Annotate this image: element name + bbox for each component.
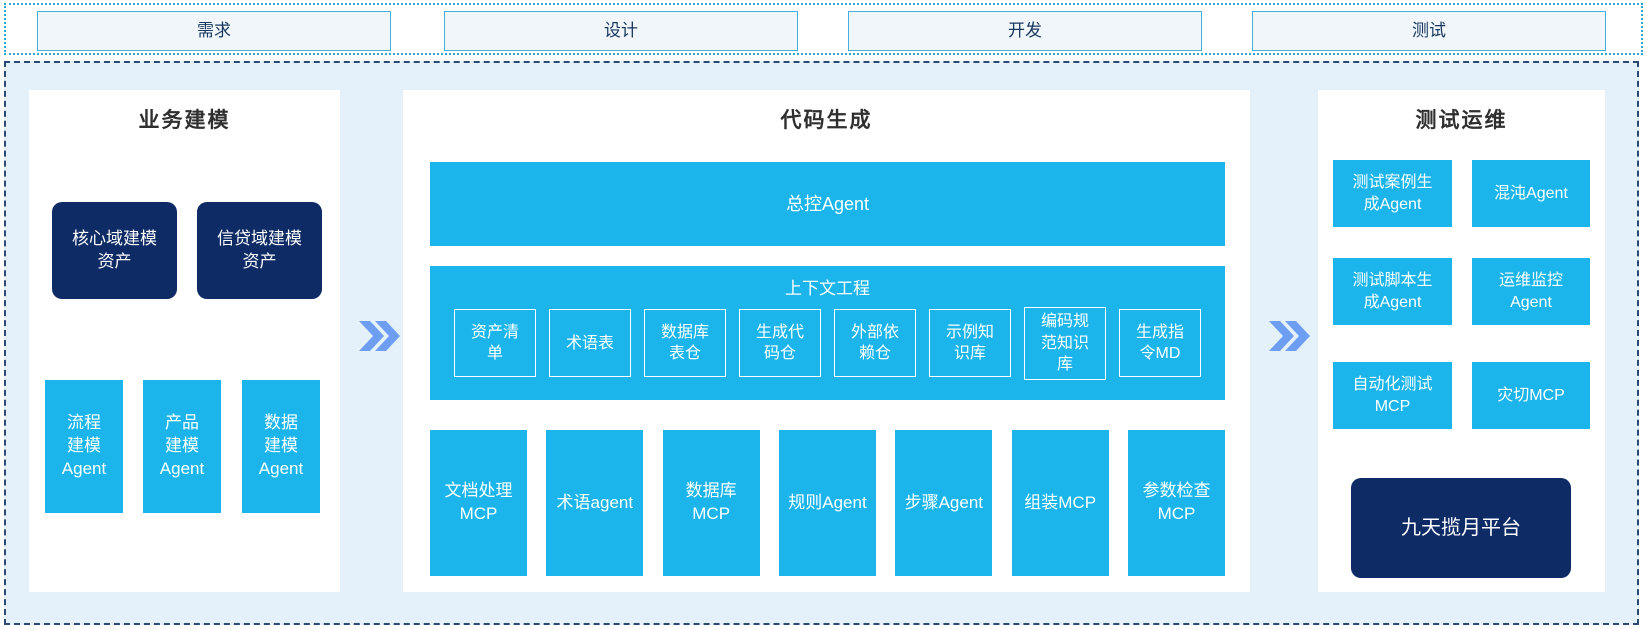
box-label: 参数检查 MCP	[1142, 481, 1211, 523]
test-script-gen-agent-box: 测试脚本生 成Agent	[1333, 258, 1452, 325]
box-label: 总控Agent	[785, 193, 870, 214]
generation-instruction-md-box: 生成指 令MD	[1119, 309, 1201, 378]
panel-test-ops: 测试运维 测试案例生 成Agent 混沌Agent 测试脚本生 成Agent 运…	[1318, 90, 1605, 592]
box-label: 灾切MCP	[1497, 386, 1565, 404]
doc-processing-mcp-box: 文档处理 MCP	[430, 430, 527, 576]
phase-strip: 需求 设计 开发 测试	[4, 3, 1643, 55]
context-engineering-container: 上下文工程 资产清 单 术语表 数据库 表仓 生成代 码仓 外部依 赖仓 示例知…	[430, 266, 1225, 400]
box-label: 核心域建模 资产	[72, 228, 157, 271]
box-label: 数据库 MCP	[685, 481, 737, 523]
master-agent-bar: 总控Agent	[430, 162, 1225, 246]
phase-label: 设计	[604, 20, 638, 40]
box-label: 数据 建模 Agent	[258, 413, 304, 478]
database-mcp-box: 数据库 MCP	[662, 430, 760, 576]
box-label: 文档处理 MCP	[444, 481, 513, 523]
box-label: 术语表	[565, 334, 614, 352]
phase-label: 开发	[1008, 20, 1042, 40]
box-label: 测试案例生 成Agent	[1352, 173, 1433, 213]
context-engineering-title: 上下文工程	[785, 279, 870, 298]
glossary-agent-box: 术语agent	[546, 430, 644, 576]
box-label: 生成指 令MD	[1135, 323, 1184, 363]
box-label: 混沌Agent	[1494, 184, 1568, 202]
phase-development: 开发	[848, 11, 1202, 51]
box-label: 产品 建模 Agent	[159, 413, 205, 478]
box-label: 数据库 表仓	[660, 323, 709, 363]
credit-domain-asset-box: 信贷域建模 资产	[197, 202, 322, 299]
assembly-mcp-box: 组装MCP	[1011, 430, 1109, 576]
phase-design: 设计	[444, 11, 798, 51]
box-label: 术语agent	[556, 492, 634, 512]
phase-requirements: 需求	[37, 11, 391, 51]
jiutian-lanyue-platform-box: 九天揽月平台	[1351, 478, 1571, 578]
box-label: 自动化测试 MCP	[1352, 375, 1433, 415]
chaos-agent-box: 混沌Agent	[1472, 160, 1590, 227]
panel-title: 测试运维	[1415, 109, 1508, 132]
example-kb-box: 示例知 识库	[929, 309, 1011, 378]
box-label: 九天揽月平台	[1401, 516, 1521, 539]
phase-label: 需求	[197, 20, 231, 40]
arrow-right-icon	[359, 321, 400, 351]
panel-business-modeling: 业务建模 核心域建模 资产 信贷域建模 资产 流程 建模 Agent 产品 建模…	[29, 90, 340, 592]
phase-testing: 测试	[1252, 11, 1606, 51]
step-agent-box: 步骤Agent	[895, 430, 993, 576]
box-label: 组装MCP	[1024, 492, 1097, 512]
ops-monitor-agent-box: 运维监控 Agent	[1472, 258, 1590, 325]
disaster-switch-mcp-box: 灾切MCP	[1472, 362, 1590, 429]
box-label: 信贷域建模 资产	[217, 228, 302, 271]
box-label: 规则Agent	[788, 492, 867, 512]
data-modeling-agent-box: 数据 建模 Agent	[242, 380, 320, 513]
core-domain-asset-box: 核心域建模 资产	[52, 202, 177, 299]
rule-agent-box: 规则Agent	[778, 430, 876, 576]
panel-title: 代码生成	[780, 109, 873, 132]
db-table-repo-box: 数据库 表仓	[644, 309, 726, 378]
main-area: 业务建模 核心域建模 资产 信贷域建模 资产 流程 建模 Agent 产品 建模…	[4, 61, 1639, 625]
box-label: 编码规 范知识 库	[1040, 313, 1089, 374]
auto-test-mcp-box: 自动化测试 MCP	[1333, 362, 1452, 429]
arrow-right-icon	[1269, 321, 1310, 351]
phase-label: 测试	[1412, 20, 1446, 40]
box-label: 测试脚本生 成Agent	[1352, 271, 1433, 311]
box-label: 生成代 码仓	[755, 323, 804, 363]
box-label: 步骤Agent	[904, 492, 984, 512]
context-items-row: 资产清 单 术语表 数据库 表仓 生成代 码仓 外部依 赖仓 示例知 识库 编码…	[430, 307, 1225, 380]
tools-row: 文档处理 MCP 术语agent 数据库 MCP 规则Agent 步骤Agent…	[430, 430, 1225, 576]
box-label: 运维监控 Agent	[1498, 271, 1563, 311]
glossary-box: 术语表	[549, 309, 631, 378]
coding-standards-kb-box: 编码规 范知识 库	[1024, 307, 1106, 380]
process-modeling-agent-box: 流程 建模 Agent	[45, 380, 123, 513]
product-modeling-agent-box: 产品 建模 Agent	[143, 380, 221, 513]
panel-title: 业务建模	[138, 109, 231, 132]
param-check-mcp-box: 参数检查 MCP	[1127, 430, 1225, 576]
external-deps-repo-box: 外部依 赖仓	[834, 309, 916, 378]
generated-code-repo-box: 生成代 码仓	[739, 309, 821, 378]
box-label: 外部依 赖仓	[850, 323, 899, 363]
box-label: 资产清 单	[470, 323, 519, 363]
asset-list-box: 资产清 单	[454, 309, 536, 378]
test-case-gen-agent-box: 测试案例生 成Agent	[1333, 160, 1452, 227]
panel-code-generation: 代码生成 总控Agent 上下文工程 资产清 单 术语表 数据库 表仓 生成代 …	[403, 90, 1250, 592]
box-label: 示例知 识库	[945, 323, 994, 363]
box-label: 流程 建模 Agent	[61, 413, 107, 478]
